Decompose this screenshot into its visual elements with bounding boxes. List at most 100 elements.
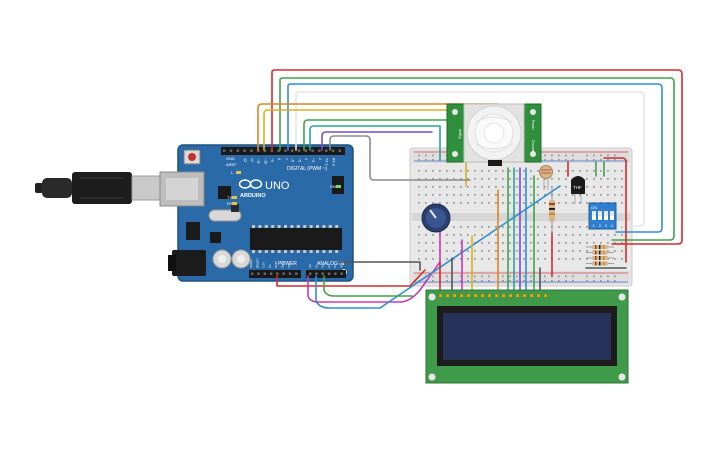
digital-pin-label: RX 0 (331, 158, 335, 166)
usb-plug-body (72, 172, 132, 204)
dip-toggle[interactable] (598, 211, 602, 220)
dip-toggle[interactable] (592, 211, 596, 220)
power-pin-label: IOREF (249, 259, 253, 268)
potentiometer-knob[interactable] (429, 209, 437, 219)
power-pin-label: 5V (268, 264, 272, 268)
pir-label-ground: Ground (531, 140, 535, 152)
wire-gray[interactable] (329, 135, 471, 181)
wire-white-outer[interactable] (295, 91, 645, 227)
wire-green-mid[interactable] (303, 119, 449, 161)
digital-pin-label: ~6 (291, 158, 295, 162)
dip-position-label: 4 (611, 223, 614, 228)
atmega-chip (250, 228, 342, 250)
arduino-uno[interactable]: DIGITAL (PWM ~) POWER ANALOG IN AREF GND… (159, 144, 354, 282)
digital-pin-label: ~11 (257, 158, 261, 164)
wire-magenta[interactable] (307, 229, 441, 303)
wire-green-low[interactable] (323, 275, 413, 297)
digital-pin-label: TX 1 (325, 158, 329, 166)
dip-toggle[interactable] (610, 211, 614, 220)
lcd-display[interactable] (425, 289, 629, 384)
analog-header (306, 270, 346, 278)
wire-purple[interactable] (321, 131, 433, 151)
power-jack (172, 250, 206, 276)
analog-pin-label: A0 (308, 264, 312, 268)
wire-green-outer[interactable] (279, 77, 675, 241)
resistor[interactable] (586, 256, 614, 260)
rx-label: RX (227, 201, 233, 206)
power-pin-label: 3.3V (262, 262, 266, 268)
analog-pin-label: A2 (321, 264, 325, 268)
power-label: POWER (278, 261, 297, 267)
digital-pin-label: ~3 (311, 158, 315, 162)
wires (257, 69, 683, 309)
digital-pin-label: 8 (277, 158, 281, 160)
analog-pin-label: A1 (314, 264, 318, 268)
wire-orange[interactable] (257, 103, 499, 161)
usb-cable[interactable] (35, 172, 163, 204)
digital-header (221, 147, 345, 155)
wire-teal[interactable] (309, 125, 441, 161)
resistor[interactable] (586, 261, 614, 266)
on-label: ON (330, 184, 336, 189)
aref-label: AREF (226, 162, 237, 167)
tx-label: TX (227, 195, 232, 200)
wire-dark-gray[interactable] (339, 261, 421, 271)
analog-pin-label: A4 (333, 264, 337, 268)
usb-cable-end (35, 183, 43, 193)
photoresistor[interactable] (539, 165, 553, 191)
power-pin-label: Vin (287, 263, 291, 268)
digital-pin-label: 2 (318, 158, 322, 160)
digital-pin-label: ~10 (263, 158, 267, 164)
power-pin-label: GND (281, 261, 285, 269)
thermistor-label: THF (573, 185, 582, 190)
analog-label: ANALOG IN (317, 261, 345, 267)
digital-pin-label: ~9 (270, 158, 274, 162)
dip-switch-on-label: ON (591, 205, 597, 210)
power-pin-label: RESET (255, 258, 259, 268)
wire-red-outer[interactable] (271, 69, 683, 245)
thermistor[interactable]: THF (571, 176, 585, 204)
power-pin-label: GND (274, 261, 278, 269)
dip-position-label: 3 (605, 223, 608, 228)
usb-cable-strain (42, 178, 72, 198)
digital-pin-label: ~5 (297, 158, 301, 162)
wire-blue-outer[interactable] (287, 83, 663, 233)
dip-toggle[interactable] (604, 211, 608, 220)
board-model: UNO (265, 180, 290, 192)
resistor-bank[interactable] (586, 245, 614, 266)
resistor-vertical[interactable] (549, 188, 555, 236)
wire-red-right[interactable] (603, 157, 627, 263)
digital-pin-label: 4 (304, 158, 308, 160)
arduino-logo: ARDUINO (238, 179, 266, 199)
wire-blue-diag[interactable] (315, 185, 561, 309)
lcd-wires (439, 167, 541, 297)
reset-button-cap[interactable] (188, 153, 196, 161)
digital-pin-label: 13 (243, 158, 247, 162)
lcd-screen (443, 313, 611, 360)
pir-label-power: Power (531, 120, 535, 131)
l-label: L (231, 170, 234, 175)
wire-yellow[interactable] (263, 109, 467, 187)
lcd-pins (438, 293, 548, 298)
potentiometer[interactable] (421, 203, 451, 233)
usb-plug-metal (131, 175, 163, 201)
arduino-logo-text: ARDUINO (240, 193, 266, 199)
digital-pin-label: 7 (284, 158, 288, 160)
dip-position-label: 1 (593, 223, 596, 228)
resistor[interactable] (586, 245, 614, 249)
dip-position-label: 2 (599, 223, 602, 228)
analog-pin-label: A3 (327, 264, 331, 268)
power-header (249, 270, 301, 278)
digital-label: DIGITAL (PWM ~) (287, 166, 327, 172)
digital-pin-label: 12 (250, 158, 254, 162)
gnd-label: GND (226, 156, 235, 161)
resistor[interactable] (586, 250, 614, 255)
analog-pin-label: A5 (340, 264, 344, 268)
pir-sensor[interactable]: Signal Power Ground (446, 103, 542, 166)
pir-label-signal: Signal (458, 129, 462, 139)
chip-legs (252, 225, 339, 253)
wire-red-power[interactable] (276, 269, 426, 287)
